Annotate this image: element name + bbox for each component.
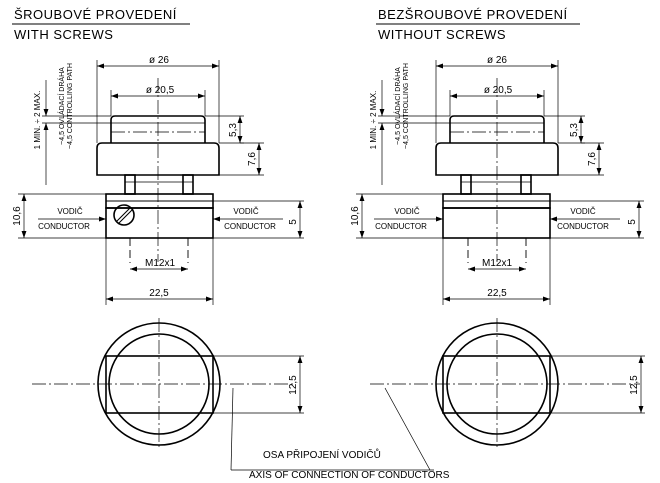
right-title-cz: BEZŠROUBOVÉ PROVEDENÍ <box>378 7 568 22</box>
dim-height-5-3: 5,3 <box>228 123 239 137</box>
dim-width-22-5-r: 22,5 <box>487 288 507 299</box>
conductor-label-en-right: CONDUCTOR <box>224 222 276 231</box>
dim-height-5-r: 5 <box>627 219 638 225</box>
right-title-en: WITHOUT SCREWS <box>378 27 506 42</box>
controlling-path-en-r: ~4,5 CONTROLLING PATH <box>403 63 410 149</box>
controlling-path-en: ~4,5 CONTROLLING PATH <box>67 63 74 149</box>
dim-diameter-20-5-r: ø 20,5 <box>484 85 513 96</box>
dim-diameter-26-r: ø 26 <box>487 55 507 66</box>
controlling-path-cz: ~4,5 OVLÁDACÍ DRÁHA <box>57 67 66 145</box>
dim-height-5-3-r: 5,3 <box>569 123 580 137</box>
dim-height-12-5-r: 12,5 <box>629 375 640 395</box>
dim-height-10-6-r: 10,6 <box>350 206 361 226</box>
dim-height-10-6: 10,6 <box>12 206 23 226</box>
thread-size-label: M12x1 <box>145 258 175 269</box>
right-side-view: ø 26 ø 20,5 5,3 7,6 5 10,6 1 MIN. ÷ 2 MA… <box>350 55 644 305</box>
dim-width-22-5: 22,5 <box>149 288 169 299</box>
right-title-block: BEZŠROUBOVÉ PROVEDENÍ WITHOUT SCREWS <box>376 7 580 42</box>
dim-diameter-20-5: ø 20,5 <box>146 85 175 96</box>
dim-height-7-6-r: 7,6 <box>587 152 598 166</box>
stroke-range-label-r: 1 MIN. ÷ 2 MAX. <box>369 91 378 150</box>
conductor-label-cz-left-r: VODIČ <box>394 207 420 216</box>
conductor-label-en-left-r: CONDUCTOR <box>375 222 427 231</box>
dim-height-5: 5 <box>288 219 299 225</box>
dim-height-7-6: 7,6 <box>247 152 258 166</box>
left-title-block: ŠROUBOVÉ PROVEDENÍ WITH SCREWS <box>12 7 190 42</box>
conductor-label-en-right-r: CONDUCTOR <box>557 222 609 231</box>
right-top-view: 12,5 <box>370 318 645 471</box>
stroke-range-label: 1 MIN. ÷ 2 MAX. <box>33 91 42 150</box>
dim-height-12-5: 12,5 <box>288 375 299 395</box>
left-side-view: ø 26 ø 20,5 5,3 7,6 5 10,6 1 MIN. ÷ 2 MA… <box>12 55 304 305</box>
dim-diameter-26: ø 26 <box>149 55 169 66</box>
left-top-view: 12,5 <box>32 318 304 471</box>
left-title-en: WITH SCREWS <box>14 27 113 42</box>
axis-label-block: OSA PŘIPOJENÍ VODIČŮ AXIS OF CONNECTION … <box>231 448 450 481</box>
axis-label-cz: OSA PŘIPOJENÍ VODIČŮ <box>263 448 381 461</box>
controlling-path-cz-r: ~4,5 OVLÁDACÍ DRÁHA <box>393 67 402 145</box>
thread-size-label-r: M12x1 <box>482 258 512 269</box>
left-title-cz: ŠROUBOVÉ PROVEDENÍ <box>14 7 177 22</box>
conductor-label-en-left: CONDUCTOR <box>38 222 90 231</box>
axis-label-en: AXIS OF CONNECTION OF CONDUCTORS <box>249 470 450 481</box>
conductor-label-cz-right-r: VODIČ <box>570 207 596 216</box>
conductor-label-cz-left: VODIČ <box>57 207 83 216</box>
conductor-label-cz-right: VODIČ <box>233 207 259 216</box>
